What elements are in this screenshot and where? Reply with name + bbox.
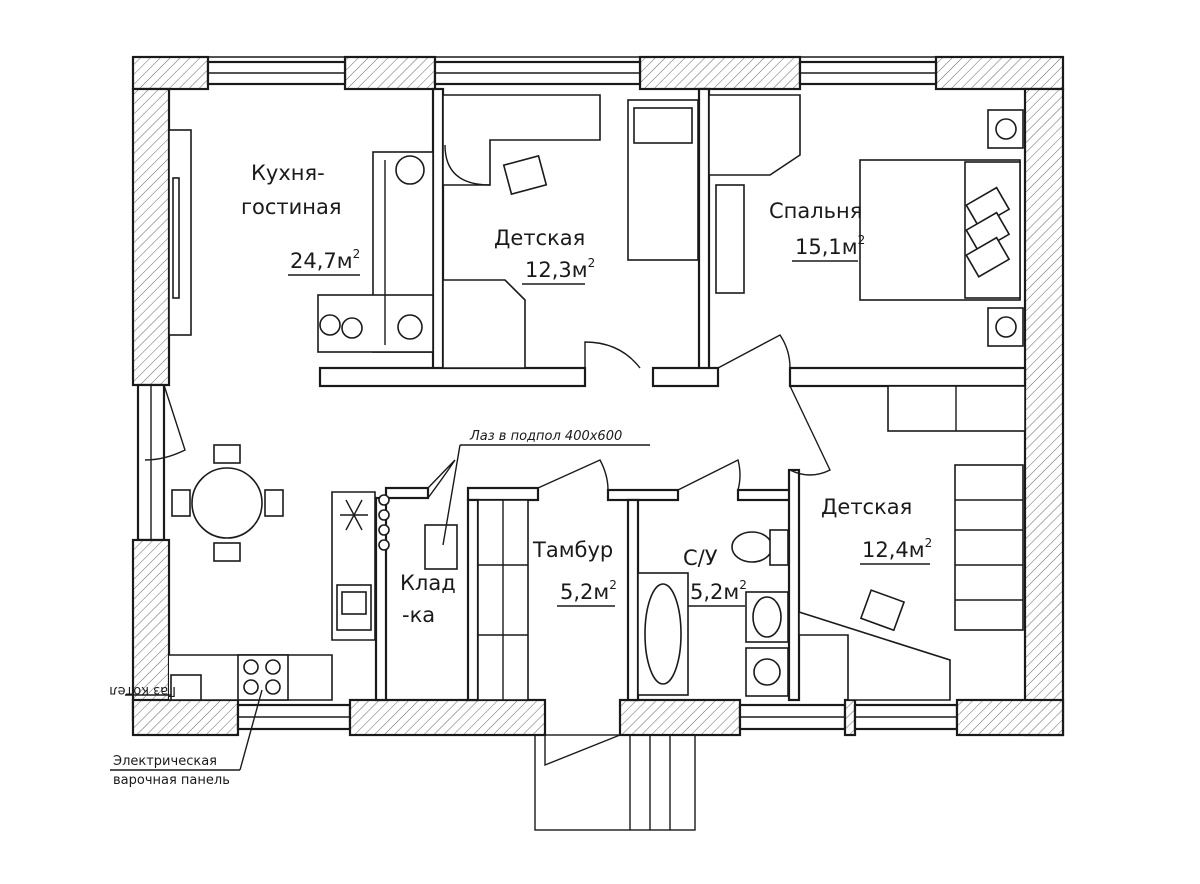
- bedroom-furniture: [708, 94, 1024, 347]
- bathroom-area: 5,2м2: [690, 578, 747, 604]
- kitchen-furniture: [168, 129, 434, 701]
- hatch-note: Лаз в подпол 400х600: [469, 429, 622, 444]
- kitchen-name-line2: гостиная: [241, 195, 342, 219]
- floor-hatch: [424, 524, 458, 570]
- storage-name-line2: -ка: [402, 603, 435, 627]
- hob-note-line2: варочная панель: [113, 773, 230, 788]
- nursery1-area: 12,3м2: [525, 256, 595, 282]
- vestibule-area: 5,2м2: [560, 578, 617, 604]
- nursery2-name: Детская: [821, 495, 912, 519]
- nursery1-name: Детская: [494, 226, 585, 250]
- kitchen-name-line1: Кухня-: [251, 161, 325, 185]
- nursery2-area: 12,4м2: [862, 536, 932, 562]
- nursery1-furniture: [442, 94, 699, 369]
- gas-boiler-label: Газ котел: [109, 683, 176, 698]
- doors: [144, 334, 831, 831]
- nursery2-furniture: [798, 385, 1026, 701]
- bathroom-furniture: [637, 529, 789, 697]
- bedroom-area: 15,1м2: [795, 233, 865, 259]
- bedroom-name: Спальня: [769, 199, 862, 223]
- vestibule-name: Тамбур: [532, 538, 613, 562]
- outer-walls: [131, 55, 1065, 737]
- hob-note-line1: Электрическая: [113, 754, 217, 769]
- kitchen-area: 24,7м2: [290, 247, 360, 273]
- storage-name-line1: Клад: [400, 571, 456, 595]
- bathroom-name: С/У: [683, 546, 718, 570]
- storage-vestibule-furniture: [424, 499, 529, 701]
